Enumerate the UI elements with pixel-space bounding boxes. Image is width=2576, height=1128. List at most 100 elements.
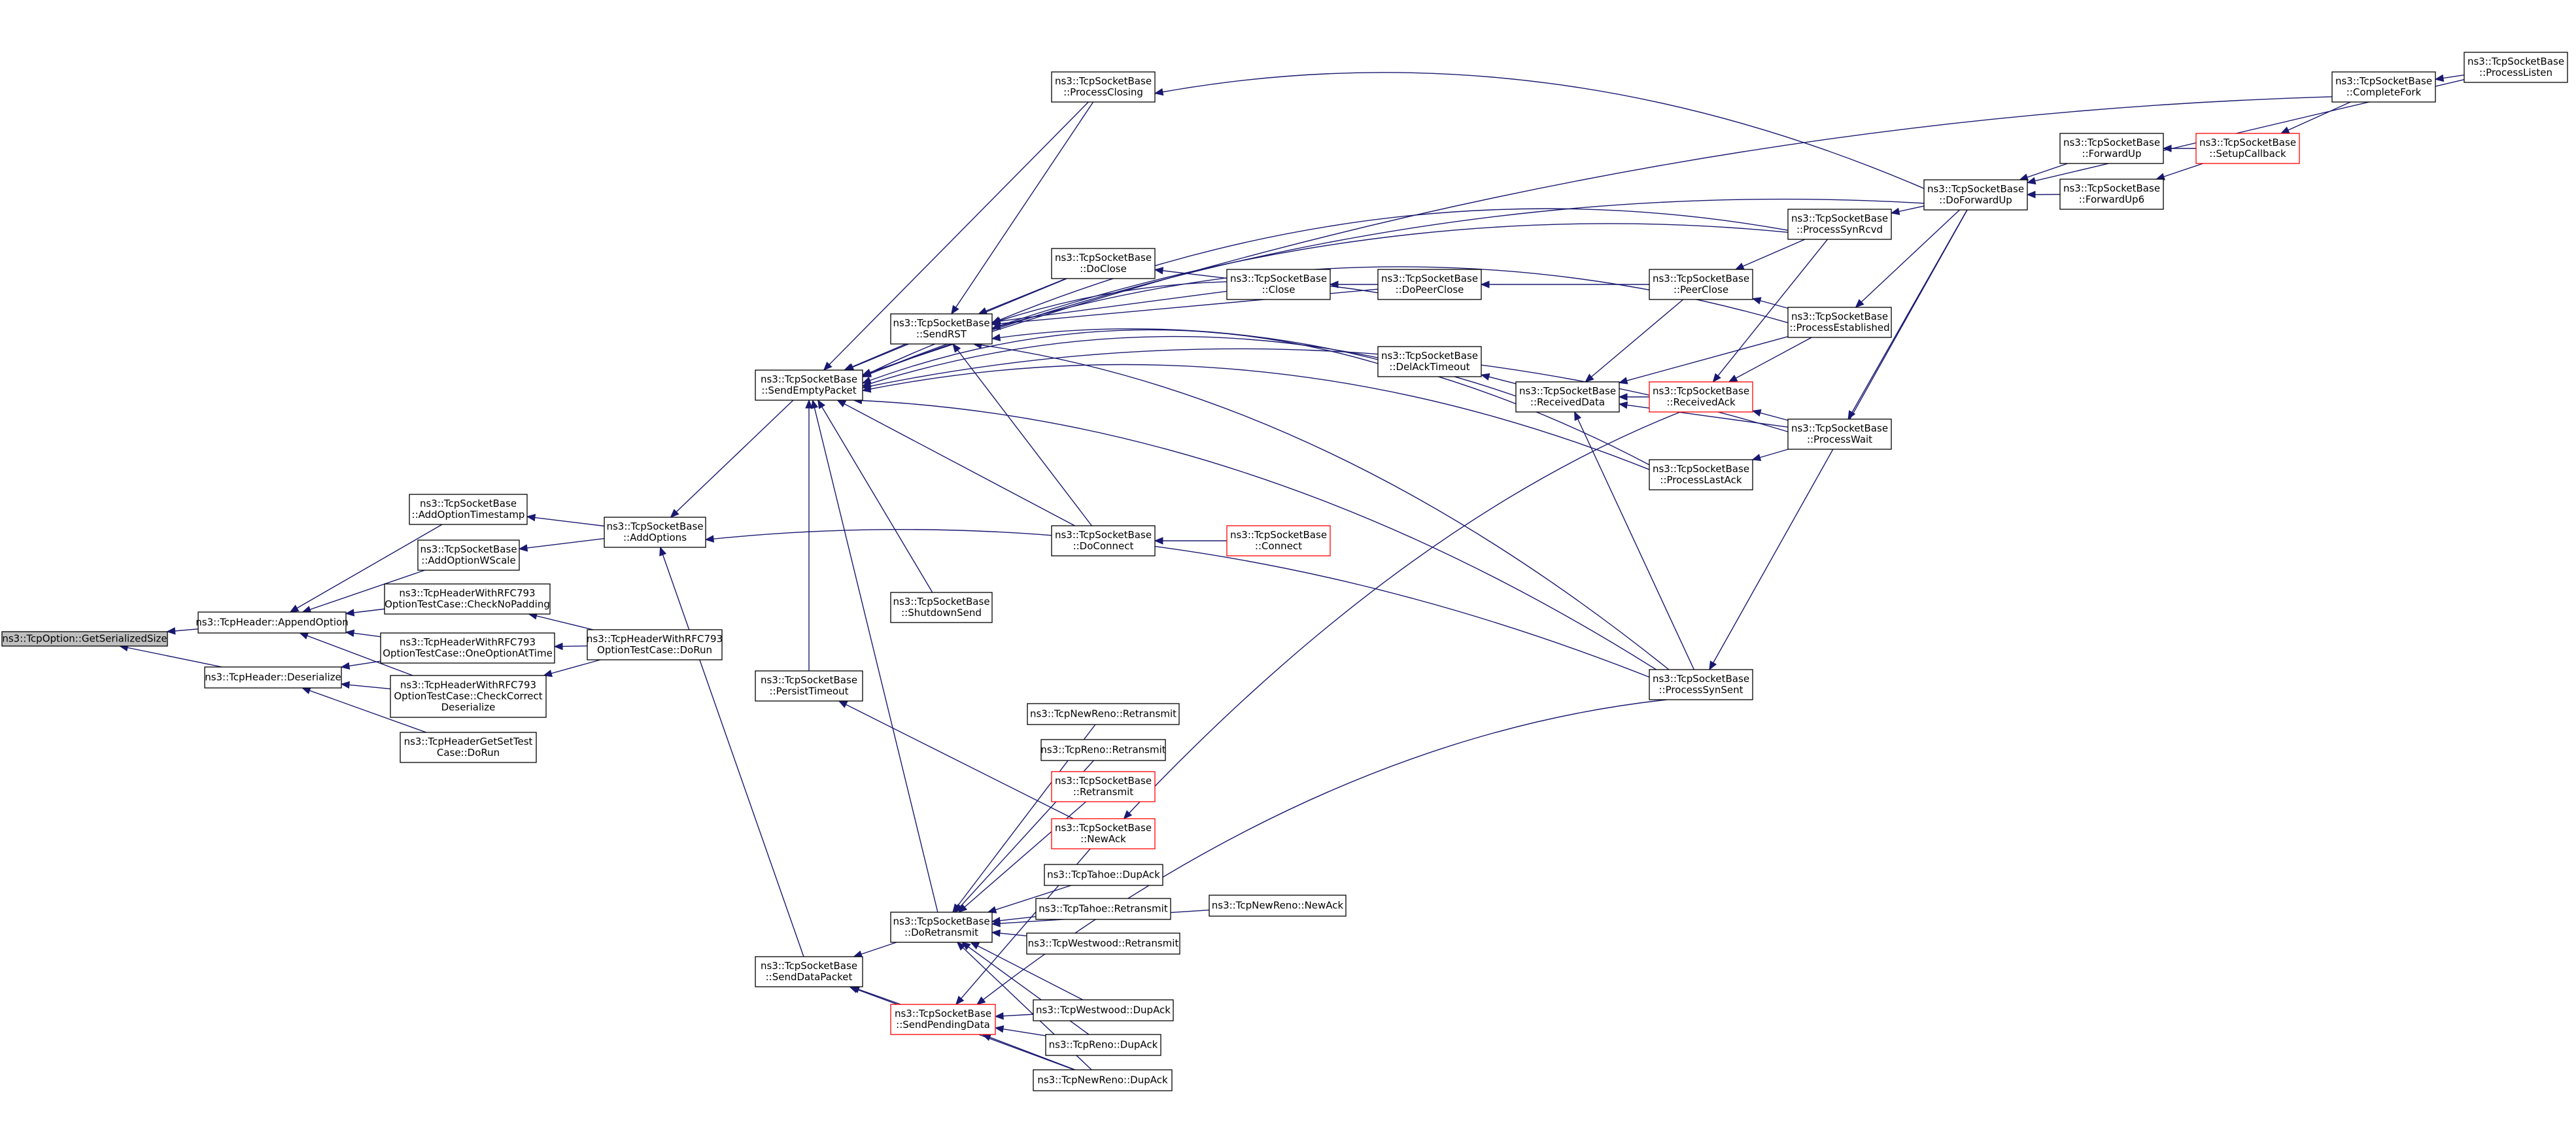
graph-node-del-ack-timeout[interactable]: ns3::TcpSocketBase::DelAckTimeout xyxy=(1377,346,1482,377)
arrowhead-icon xyxy=(345,629,355,638)
graph-node-rfc-7-9-3-do-run[interactable]: ns3::TcpHeaderWithRFC793OptionTestCase::… xyxy=(587,629,723,660)
node-label: ns3::TcpSocketBase xyxy=(1791,311,1888,322)
graph-node-process-closing[interactable]: ns3::TcpSocketBase::ProcessClosing xyxy=(1051,71,1156,103)
graph-node-deserialize[interactable]: ns3::TcpHeader::Deserialize xyxy=(204,666,342,689)
edge-line xyxy=(1574,411,1694,670)
graph-node-reno-retransmit[interactable]: ns3::TcpReno::Retransmit xyxy=(1040,739,1166,761)
graph-node-add-options[interactable]: ns3::TcpSocketBase::AddOptions xyxy=(604,517,706,548)
graph-node-process-established[interactable]: ns3::TcpSocketBase::ProcessEstablished xyxy=(1787,307,1892,338)
graph-node-westwood-dup-ack[interactable]: ns3::TcpWestwood::DupAck xyxy=(1033,999,1174,1021)
graph-node-process-syn-rcvd[interactable]: ns3::TcpSocketBase::ProcessSynRcvd xyxy=(1787,209,1892,240)
arrowhead-icon xyxy=(1618,401,1628,409)
graph-node-do-forward-up[interactable]: ns3::TcpSocketBase::DoForwardUp xyxy=(1923,179,2028,211)
node-label: ::ProcessWait xyxy=(1807,434,1872,445)
edge-line xyxy=(837,400,1075,526)
arrowhead-icon xyxy=(1734,262,1745,270)
graph-node-received-ack[interactable]: ns3::TcpSocketBase::ReceivedAck xyxy=(1649,381,1753,413)
graph-node-forward-up-6[interactable]: ns3::TcpSocketBase::ForwardUp6 xyxy=(2059,179,2164,210)
node-label: ns3::TcpSocketBase xyxy=(893,317,989,329)
call-edge xyxy=(994,1025,1046,1036)
edge-line xyxy=(991,208,1789,324)
graph-node-check-correct-deserialize[interactable]: ns3::TcpHeaderWithRFC793OptionTestCase::… xyxy=(390,675,547,718)
node-box xyxy=(1051,248,1156,279)
graph-node-sb-new-ack[interactable]: ns3::TcpSocketBase::NewAck xyxy=(1051,818,1156,849)
call-edge xyxy=(518,538,605,552)
graph-node-received-data[interactable]: ns3::TcpSocketBase::ReceivedData xyxy=(1515,381,1620,413)
edge-line xyxy=(853,400,1657,670)
edge-line xyxy=(659,547,804,957)
call-edge xyxy=(817,399,933,593)
arrowhead-icon xyxy=(299,632,309,640)
node-label: ::ReceivedAck xyxy=(1666,396,1736,408)
graph-node-do-connect[interactable]: ns3::TcpSocketBase::DoConnect xyxy=(1051,525,1156,556)
node-label: ::DoForwardUp xyxy=(1939,194,2012,206)
node-label: ::SetupCallback xyxy=(2209,148,2286,160)
graph-node-process-syn-sent[interactable]: ns3::TcpSocketBase::ProcessSynSent xyxy=(1649,669,1753,700)
graph-node-shutdown-send[interactable]: ns3::TcpSocketBase::ShutdownSend xyxy=(890,592,993,623)
graph-node-do-peer-close[interactable]: ns3::TcpSocketBase::DoPeerClose xyxy=(1377,269,1482,300)
call-edge xyxy=(991,929,1027,937)
arrowhead-icon xyxy=(955,995,965,1005)
graph-node-process-listen[interactable]: ns3::TcpSocketBase::ProcessListen xyxy=(2464,52,2568,83)
graph-node-close[interactable]: ns3::TcpSocketBase::Close xyxy=(1226,269,1331,300)
node-box xyxy=(400,732,537,763)
call-edge xyxy=(994,1012,1034,1020)
graph-node-check-no-padding[interactable]: ns3::TcpHeaderWithRFC793OptionTestCase::… xyxy=(384,583,551,615)
node-label: ns3::TcpNewReno::Retransmit xyxy=(1030,708,1176,720)
graph-node-reno-dup-ack[interactable]: ns3::TcpReno::DupAck xyxy=(1045,1034,1161,1056)
edge-line xyxy=(670,400,794,518)
node-box xyxy=(1923,179,2028,211)
call-edge xyxy=(118,643,222,668)
edge-line xyxy=(976,699,1668,1005)
node-label: ns3::TcpSocketBase xyxy=(761,373,857,385)
edges-layer xyxy=(118,72,2465,1070)
node-label: ns3::TcpSocketBase xyxy=(1519,385,1616,397)
edge-line xyxy=(519,538,605,550)
arrowhead-icon xyxy=(1154,88,1164,96)
graph-node-sb-retransmit[interactable]: ns3::TcpSocketBase::Retransmit xyxy=(1051,771,1156,802)
node-box xyxy=(2059,133,2164,164)
graph-node-tahoe-retransmit[interactable]: ns3::TcpTahoe::Retransmit xyxy=(1035,898,1171,920)
graph-node-one-option-at-time[interactable]: ns3::TcpHeaderWithRFC793OptionTestCase::… xyxy=(380,632,555,664)
edge-line xyxy=(952,343,1092,526)
graph-node-send-data-packet[interactable]: ns3::TcpSocketBase::SendDataPacket xyxy=(755,956,863,987)
node-label: ns3::TcpWestwood::Retransmit xyxy=(1028,938,1179,949)
edge-line xyxy=(862,96,2333,376)
graph-node-westwood-retransmit[interactable]: ns3::TcpWestwood::Retransmit xyxy=(1026,932,1180,955)
graph-node-peer-close[interactable]: ns3::TcpSocketBase::PeerClose xyxy=(1649,269,1753,300)
node-label: ::ReceivedData xyxy=(1530,396,1605,408)
call-edge xyxy=(543,659,601,677)
graph-node-persist-timeout[interactable]: ns3::TcpSocketBase::PersistTimeout xyxy=(755,670,863,702)
call-edge xyxy=(843,343,906,371)
graph-node-tahoe-dup-ack[interactable]: ns3::TcpTahoe::DupAck xyxy=(1044,864,1163,886)
graph-node-connect[interactable]: ns3::TcpSocketBase::Connect xyxy=(1226,525,1331,556)
arrowhead-icon xyxy=(345,609,355,617)
graph-node-send-pending-data[interactable]: ns3::TcpSocketBase::SendPendingData xyxy=(890,1004,996,1035)
node-box xyxy=(755,956,863,987)
graph-node-complete-fork[interactable]: ns3::TcpSocketBase::CompleteFork xyxy=(2331,71,2436,103)
node-box xyxy=(1226,269,1331,300)
graph-node-do-retransmit[interactable]: ns3::TcpSocketBase::DoRetransmit xyxy=(890,912,993,943)
node-box xyxy=(1377,346,1482,377)
graph-node-process-wait[interactable]: ns3::TcpSocketBase::ProcessWait xyxy=(1787,419,1892,450)
edge-line xyxy=(987,885,1072,913)
graph-node-process-last-ack[interactable]: ns3::TcpSocketBase::ProcessLastAck xyxy=(1649,459,1753,490)
graph-node-append-option[interactable]: ns3::TcpHeader::AppendOption xyxy=(196,611,349,634)
graph-node-add-option-w-scale[interactable]: ns3::TcpSocketBase::AddOptionWScale xyxy=(417,539,520,571)
node-label: ns3::TcpOption::GetSerializedSize xyxy=(2,633,167,645)
graph-node-setup-callback[interactable]: ns3::TcpSocketBase::SetupCallback xyxy=(2195,133,2300,164)
call-edge xyxy=(823,101,1089,371)
graph-node-forward-up[interactable]: ns3::TcpSocketBase::ForwardUp xyxy=(2059,133,2164,164)
call-edge xyxy=(1585,299,1684,383)
arrowhead-icon xyxy=(810,399,819,409)
graph-node-new-reno-new-ack[interactable]: ns3::TcpNewReno::NewAck xyxy=(1209,895,1347,917)
graph-node-send-r-s-t[interactable]: ns3::TcpSocketBase::SendRST xyxy=(890,313,993,345)
graph-node-add-option-timestamp[interactable]: ns3::TcpSocketBase::AddOptionTimestamp xyxy=(409,494,528,525)
graph-node-do-close[interactable]: ns3::TcpSocketBase::DoClose xyxy=(1051,248,1156,279)
graph-node-new-reno-retransmit[interactable]: ns3::TcpNewReno::Retransmit xyxy=(1027,703,1180,725)
graph-node-send-empty-packet[interactable]: ns3::TcpSocketBase::SendEmptyPacket xyxy=(755,369,863,401)
call-edge xyxy=(289,524,443,613)
graph-node-new-reno-dup-ack[interactable]: ns3::TcpNewReno::DupAck xyxy=(1033,1069,1173,1091)
edge-line xyxy=(1855,209,1960,308)
